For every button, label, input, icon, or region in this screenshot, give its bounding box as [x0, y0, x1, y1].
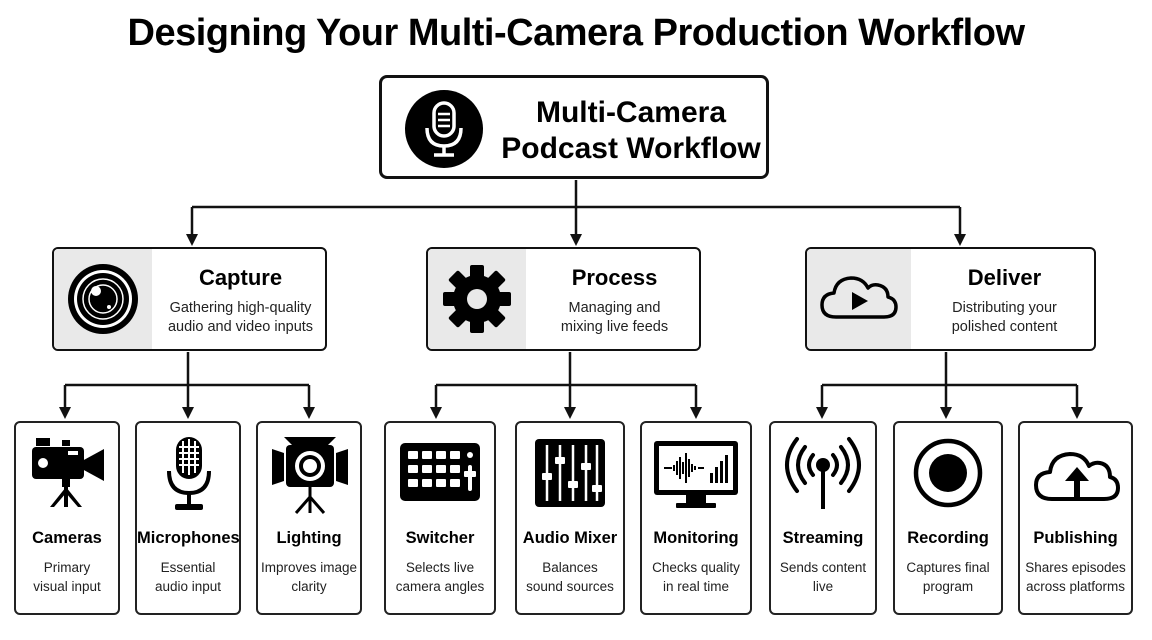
tool-description-line1: Captures final	[906, 560, 990, 575]
tool-title: Microphones	[137, 529, 240, 547]
tool-description-line2: clarity	[291, 579, 327, 594]
tool-streaming: Streaming Sends content live	[769, 421, 877, 615]
stage-description: Gathering high-quality audio and video i…	[154, 299, 325, 337]
mixer-icon	[535, 439, 605, 507]
tool-title: Lighting	[276, 529, 342, 547]
tool-description-line1: Primary	[43, 560, 91, 575]
video-camera-icon	[32, 438, 104, 507]
tool-description: Essential audio input	[137, 558, 239, 596]
stage-title: Process	[571, 265, 658, 290]
tool-microphones: Microphones Essential audio input	[135, 421, 241, 615]
microphone-icon	[405, 90, 483, 168]
tool-title: Streaming	[782, 529, 864, 547]
stage-description: Distributing your polished content	[913, 299, 1094, 337]
monitor-icon	[654, 441, 738, 508]
stage-title: Capture	[198, 265, 283, 290]
stage-description-line1: Distributing your	[952, 300, 1057, 316]
light-icon	[272, 437, 348, 514]
stage-title: Deliver	[967, 265, 1042, 290]
tool-title: Recording	[907, 529, 989, 547]
tool-lighting: Lighting Improves image clarity	[256, 421, 362, 615]
cloud-play-icon	[820, 276, 898, 319]
tool-description-line1: Improves image	[260, 560, 358, 575]
broadcast-icon	[785, 437, 861, 509]
tool-description-line1: Essential	[160, 560, 216, 575]
tool-publishing: Publishing Shares episodes across platfo…	[1018, 421, 1133, 615]
camera-lens-icon	[68, 264, 138, 334]
tool-description-line2: program	[922, 579, 974, 594]
tool-title: Publishing	[1033, 529, 1118, 547]
tool-description-line2: visual input	[33, 579, 101, 594]
tool-description-line2: camera angles	[395, 579, 485, 594]
stage-capture: Capture Gathering high-quality audio and…	[52, 247, 327, 351]
stage-process: Process Managing and mixing live feeds	[426, 247, 701, 351]
tool-description: Improves image clarity	[258, 558, 360, 596]
gear-icon	[443, 265, 511, 333]
root-node: Multi-Camera Podcast Workflow	[379, 75, 769, 179]
tool-description: Primary visual input	[16, 558, 118, 596]
tool-description-line2: across platforms	[1025, 579, 1126, 594]
tool-description-line1: Balances	[542, 560, 598, 575]
stage-description-line1: Gathering high-quality	[169, 300, 312, 316]
tool-title: Cameras	[32, 529, 102, 547]
tool-description-line2: sound sources	[526, 579, 614, 594]
stage-description-line1: Managing and	[568, 300, 661, 316]
tool-title: Audio Mixer	[522, 529, 618, 547]
stage-deliver: Deliver Distributing your polished conte…	[805, 247, 1096, 351]
tool-description: Captures final program	[895, 558, 1001, 596]
cloud-upload-icon	[1034, 452, 1120, 501]
root-title-line1: Multi-Camera	[535, 96, 727, 129]
stage-description: Managing and mixing live feeds	[528, 299, 699, 337]
stage-description-line2: polished content	[951, 319, 1058, 335]
root-title-line2: Podcast Workflow	[501, 132, 761, 165]
tool-description-line1: Selects live	[405, 560, 475, 575]
microphone-icon	[167, 437, 211, 510]
tool-switcher: Switcher Selects live camera angles	[384, 421, 496, 615]
tool-cameras: Cameras Primary visual input	[14, 421, 120, 615]
tool-description-line2: live	[812, 579, 834, 594]
tool-description: Balances sound sources	[517, 558, 623, 596]
tool-description: Shares episodes across platforms	[1020, 558, 1131, 596]
switcher-icon	[400, 443, 480, 501]
tool-monitoring: Monitoring Checks quality in real time	[640, 421, 752, 615]
tool-recording: Recording Captures final program	[893, 421, 1003, 615]
tool-title: Switcher	[405, 529, 475, 547]
tool-description: Checks quality in real time	[642, 558, 750, 596]
tool-audio-mixer: Audio Mixer Balances sound sources	[515, 421, 625, 615]
tool-description-line1: Shares episodes	[1025, 560, 1126, 575]
stage-description-line2: mixing live feeds	[560, 319, 669, 335]
tool-description-line1: Checks quality	[652, 560, 740, 575]
tool-description-line1: Sends content	[779, 560, 867, 575]
tool-description-line2: audio input	[154, 579, 222, 594]
tool-description: Selects live camera angles	[386, 558, 494, 596]
tool-title: Monitoring	[653, 529, 739, 547]
page-title: Designing Your Multi-Camera Production W…	[127, 12, 1026, 54]
stage-description-line2: audio and video inputs	[167, 319, 314, 335]
tool-description-line2: in real time	[662, 579, 730, 594]
record-icon	[913, 438, 983, 508]
root-title: Multi-Camera Podcast Workflow	[500, 95, 762, 167]
tool-description: Sends content live	[771, 558, 875, 596]
